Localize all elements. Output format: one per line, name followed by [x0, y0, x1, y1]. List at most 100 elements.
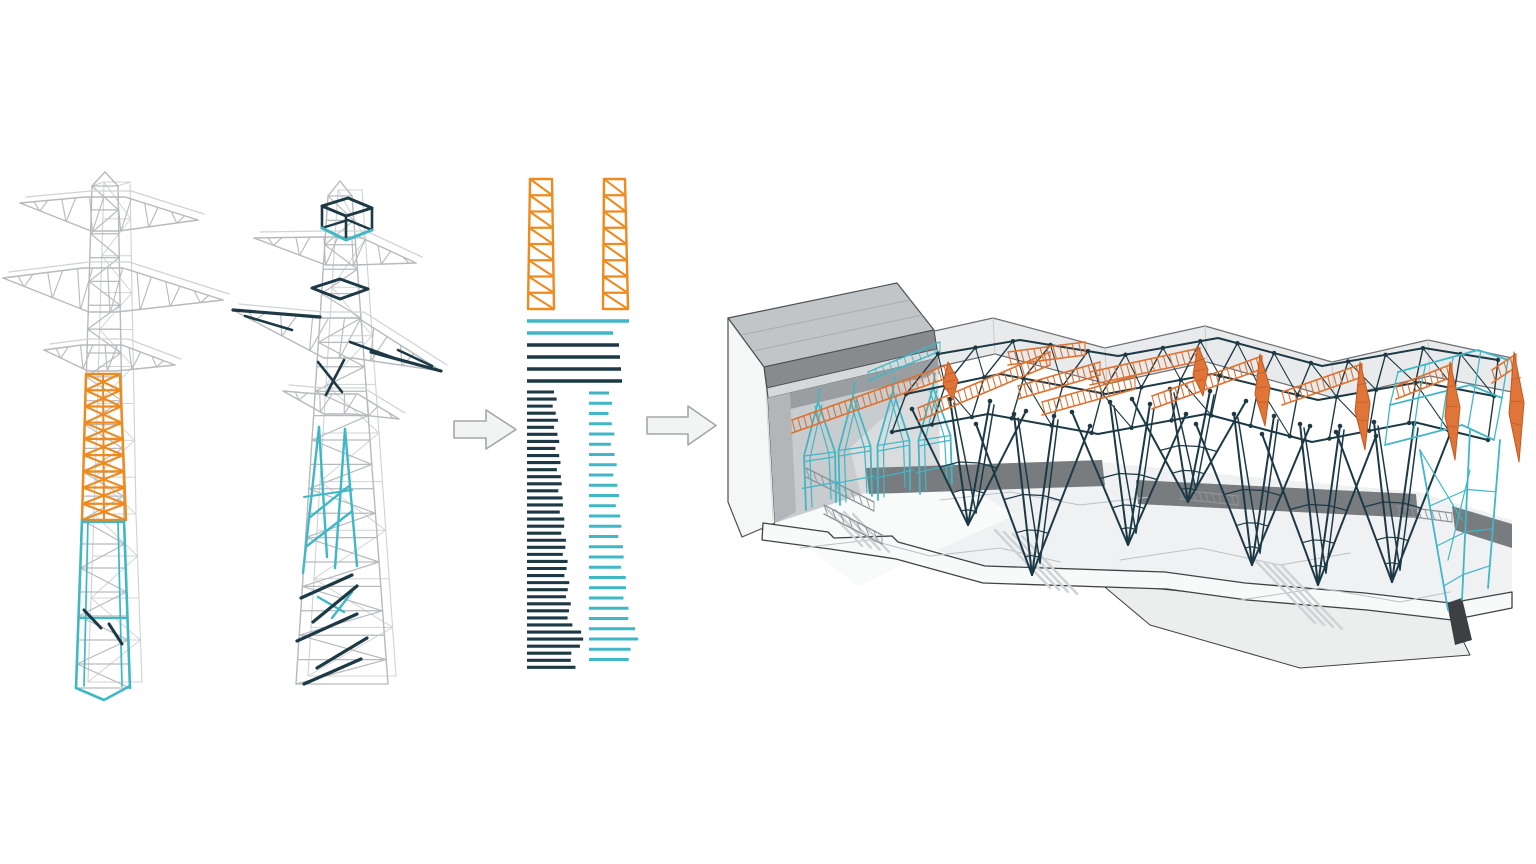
tree-rung [1138, 473, 1158, 481]
tree-rung [1111, 504, 1124, 509]
member-line [74, 518, 84, 690]
process-arrow-2 [646, 405, 717, 446]
frame-strut [891, 393, 907, 433]
truss-hatch [1434, 370, 1439, 383]
arm-web [298, 392, 309, 401]
lattice-diagonal [314, 366, 366, 392]
truss-hatch [1064, 371, 1069, 385]
truss-hatch [1037, 356, 1043, 370]
truss-hatch [963, 387, 968, 401]
ramp-rib [1262, 560, 1326, 627]
ramp-rib [1020, 534, 1079, 595]
truss-hatch [1052, 375, 1057, 389]
truss-hatch [1168, 389, 1174, 403]
node-dot [1308, 360, 1314, 366]
frame-diagonal [1022, 377, 1053, 427]
navy-head-back [320, 218, 374, 232]
arm-web [351, 236, 354, 266]
lattice-strip-hatch [856, 521, 861, 532]
orange-roof-trusses [791, 341, 1525, 463]
member-line [330, 590, 354, 620]
cyan-rung [1464, 528, 1494, 533]
lattice-strip-hatch [840, 513, 845, 524]
portal-leg-inner [882, 393, 898, 498]
tree-rung [1026, 529, 1039, 532]
lattice-strip-hatch [1179, 489, 1184, 500]
truss-chord [1041, 388, 1136, 416]
truss-hatch [1058, 344, 1064, 359]
frame-strut [1454, 353, 1462, 390]
tree-rung [1363, 501, 1384, 508]
node-dot [1198, 338, 1203, 344]
truss-end-blade [1192, 345, 1209, 397]
truss-hatch [1249, 359, 1255, 373]
blade-hatch [944, 379, 956, 383]
lattice-diagonal [313, 529, 387, 580]
node-dot [889, 429, 895, 435]
lattice-diagonal [99, 292, 133, 331]
truss-hatch [1089, 371, 1094, 385]
truss-hatch [1156, 356, 1162, 371]
truss-hatch [1128, 377, 1133, 391]
lattice-strip-hatch [1444, 511, 1449, 522]
portal-rung [878, 444, 909, 452]
truss-hatch [1287, 389, 1292, 403]
tree-rung [1198, 445, 1218, 453]
lattice-strip-hatch [865, 497, 870, 508]
floor-joint [799, 539, 1061, 563]
tree-rung [1133, 504, 1145, 509]
node-dot [1231, 411, 1237, 417]
tree-rung [1024, 555, 1031, 558]
truss-hatch [1315, 379, 1320, 393]
node-dot [1334, 394, 1339, 399]
tree-rung [1159, 444, 1180, 452]
truss-hatch [1162, 355, 1168, 369]
arm-web [136, 271, 141, 310]
tree-rung [1384, 562, 1391, 565]
truss-hatch [1035, 380, 1040, 394]
lattice-diagonal [321, 268, 358, 295]
truss-hatch [797, 417, 802, 431]
arm-web [353, 238, 366, 266]
tree-rung [1037, 529, 1049, 534]
node-dot [1495, 357, 1501, 363]
ladder-diagonal [528, 194, 554, 213]
node-dot [1183, 411, 1189, 417]
lattice-strip-hatch [1424, 509, 1429, 519]
lattice-strip-hatch [925, 347, 929, 358]
node-dot [909, 406, 915, 412]
node-dot [1420, 345, 1426, 351]
arm-top-chord [282, 390, 400, 420]
truss-hatch [1215, 372, 1220, 386]
arm-web [308, 316, 314, 351]
blade-hatch [1194, 358, 1206, 363]
wall-mini-truss [823, 504, 883, 536]
truss-hatch [1107, 367, 1113, 381]
node-dot [1406, 420, 1412, 426]
truss-hatch [820, 409, 826, 423]
node-dot [1011, 411, 1017, 417]
portal-leg-inner [843, 398, 858, 503]
member-line [333, 427, 347, 570]
tree-rung [1289, 503, 1310, 511]
ladder-diagonal [602, 226, 628, 246]
node-dot [1107, 399, 1113, 405]
ramp-rib [1280, 564, 1344, 631]
member-line [231, 308, 322, 319]
truss-hatch [1095, 370, 1101, 384]
tree-leg-inner [1195, 394, 1215, 491]
wall-dark-corner [768, 393, 796, 523]
truss-hatch [809, 413, 814, 427]
truss-hatch [920, 373, 925, 387]
lattice-rail [129, 181, 137, 515]
truss-hatch [838, 402, 843, 416]
node-dot [1023, 408, 1029, 414]
node-dot [1139, 385, 1144, 390]
tree-rung [1042, 494, 1062, 502]
lattice-diagonal [88, 256, 120, 283]
truss-hatch [1406, 381, 1411, 394]
truss-hatch [1039, 347, 1045, 361]
lattice-strip-hatch [874, 368, 879, 379]
arm-bottom-chord [282, 390, 400, 420]
